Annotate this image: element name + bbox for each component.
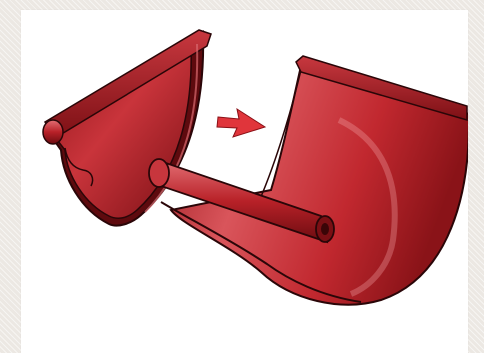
image-card xyxy=(21,10,468,353)
gutter-connector-illustration xyxy=(42,29,468,306)
gutter-end-piece xyxy=(42,29,212,227)
arrow-right-icon xyxy=(216,107,267,138)
rolled-bead xyxy=(148,158,335,244)
gutter-section xyxy=(160,55,468,306)
